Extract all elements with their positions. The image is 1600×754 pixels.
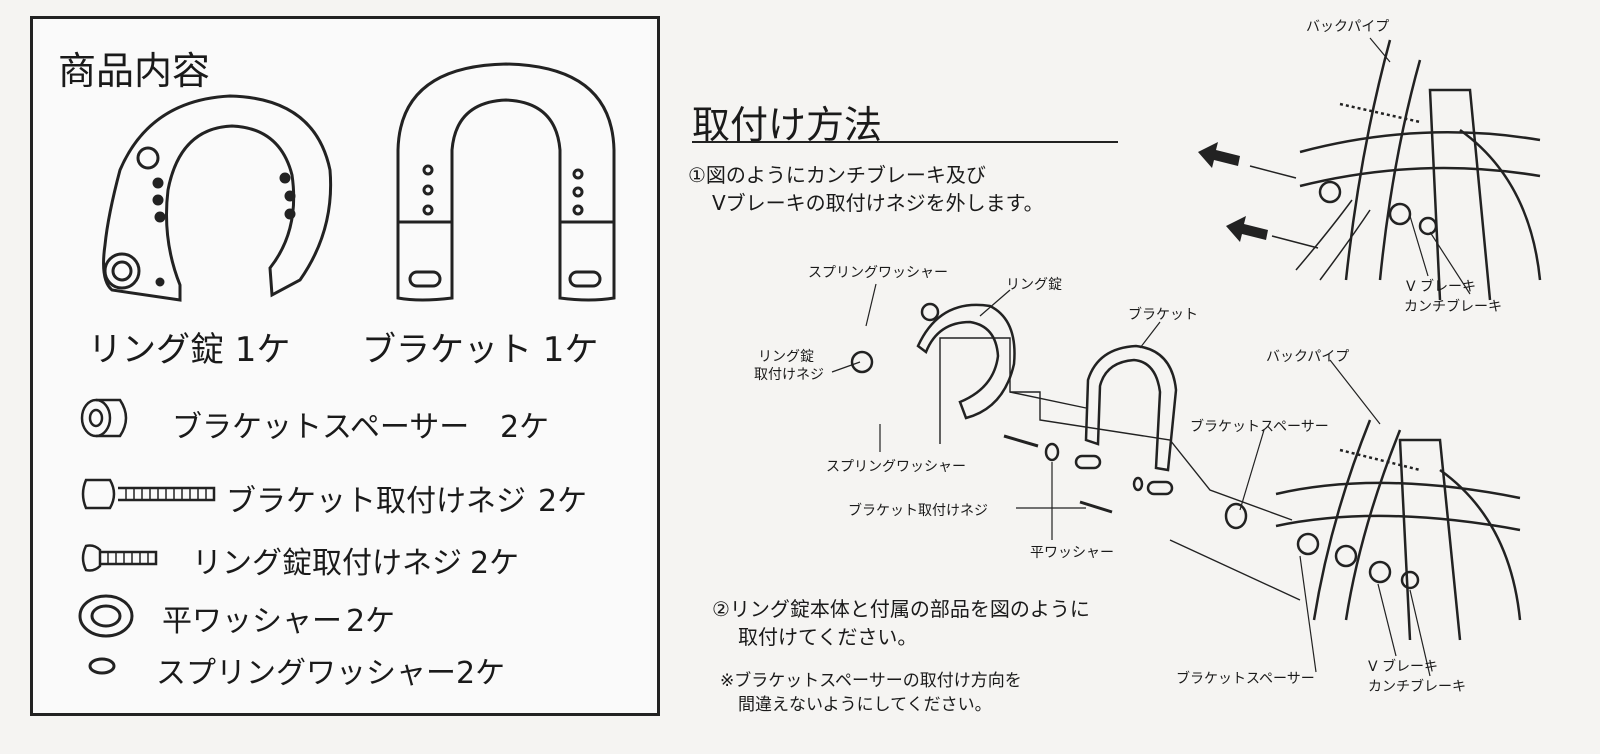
item-qty: 2ケ [346, 604, 396, 639]
bracket-spacer-label: ブラケットスペーサー [1190, 419, 1329, 435]
ring-lock-screw-label: リング錠 [758, 349, 814, 365]
item-label: リング錠取付けネジ [192, 546, 462, 581]
back-pipe-label: バックパイプ [1266, 349, 1350, 365]
ring-lock-screw-icon [81, 544, 158, 572]
v-brake-label: V ブレーキ [1368, 659, 1439, 675]
exploded-diagram [850, 302, 1522, 641]
bracket-label: ブラケット 1ケ [362, 330, 599, 370]
item-qty: 2ケ [500, 410, 550, 445]
ring-lock-illustration [102, 94, 333, 302]
note-line2: 間違えないようにしてください。 [738, 695, 992, 715]
step1-line1: ①図のようにカンチブレーキ及び [688, 163, 986, 187]
bracket-label-diagram: ブラケット [1128, 307, 1198, 323]
step2-line2: 取付けてください。 [738, 625, 918, 649]
note-line1: ※ブラケットスペーサーの取付け方向を [720, 671, 1022, 691]
spring-washer-label: スプリングワッシャー [826, 459, 966, 475]
ring-lock-label-diagram: リング錠 [1006, 277, 1062, 293]
ring-lock-screw-label: 取付けネジ [754, 367, 824, 383]
item-label: ブラケット取付けネジ [226, 484, 526, 519]
bracket-spacer-label: ブラケットスペーサー [1176, 671, 1315, 687]
item-label: ブラケットスペーサー [172, 410, 470, 445]
bracket-screw-icon [81, 478, 216, 510]
brake-removal-diagram [1249, 39, 1542, 301]
spring-washer-icon [88, 657, 116, 675]
removal-arrow-icon [1198, 142, 1268, 242]
item-qty: 2ケ [538, 484, 588, 519]
v-brake-label: V ブレーキ [1406, 279, 1477, 295]
item-label: 平ワッシャー [162, 604, 342, 639]
bracket-screw-label: ブラケット取付けネジ [848, 503, 988, 519]
cantilever-label: カンチブレーキ [1368, 679, 1466, 695]
leader-lines-top [1369, 37, 1471, 295]
ring-lock-label: リング錠 1ケ [88, 330, 291, 370]
flat-washer-label: 平ワッシャー [1030, 545, 1114, 561]
cantilever-label: カンチブレーキ [1404, 299, 1502, 315]
back-pipe-label: バックパイプ [1306, 19, 1390, 35]
method-title: 取付け方法 [692, 103, 883, 147]
title-underline [692, 141, 1118, 143]
step1-line2: Vブレーキの取付けネジを外します。 [712, 191, 1044, 215]
spring-washer-label: スプリングワッシャー [808, 265, 948, 281]
item-qty: 2ケ [470, 546, 520, 581]
bracket-illustration [396, 62, 616, 302]
flat-washer-icon [78, 594, 134, 638]
leader-lines-exploded [831, 283, 1431, 677]
step2-line1: ②リング錠本体と付属の部品を図のように [712, 597, 1090, 621]
spacer-icon [80, 398, 128, 438]
contents-title: 商品内容 [58, 49, 211, 93]
item-label: スプリングワッシャー [156, 656, 456, 691]
item-qty: 2ケ [456, 656, 506, 691]
